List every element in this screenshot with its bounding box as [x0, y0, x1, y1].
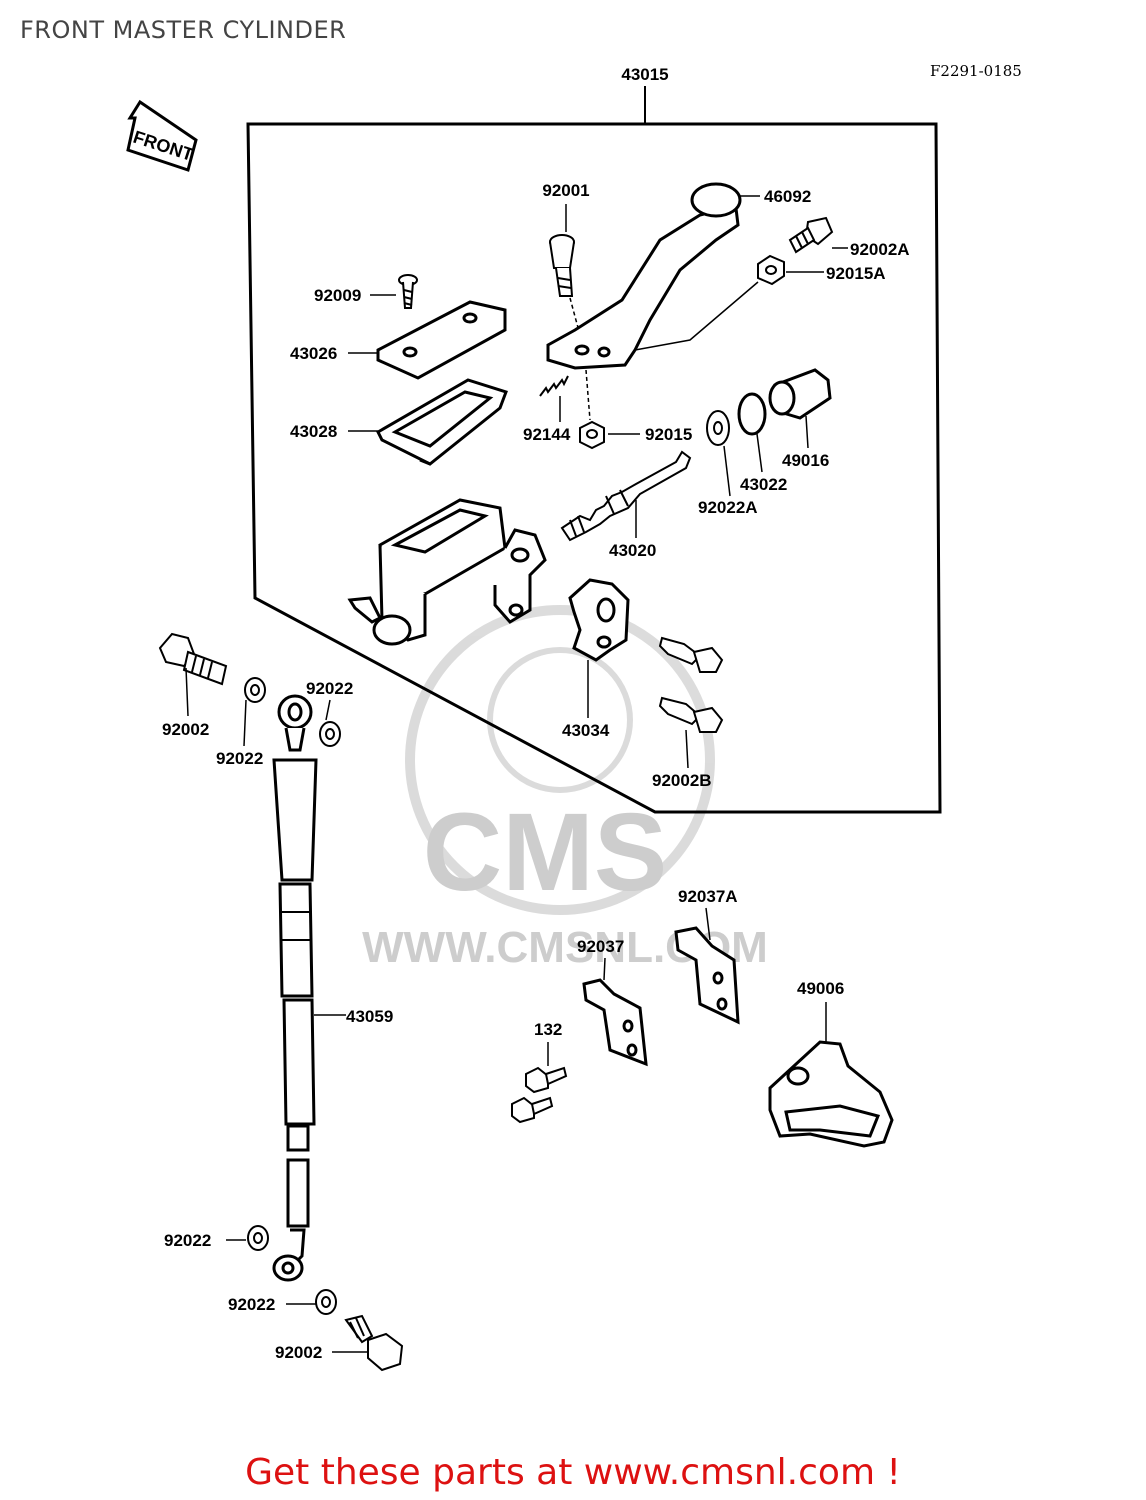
- label-43034: 43034: [562, 721, 610, 740]
- label-43020: 43020: [609, 541, 656, 560]
- bolt-92002B-upper: [658, 636, 724, 673]
- screw-92009: [398, 274, 418, 309]
- label-132: 132: [534, 1020, 562, 1039]
- washer-92022A: [706, 410, 730, 446]
- washer-92022-bottom-a: [247, 1225, 269, 1251]
- pivot-bolt-92001: [549, 204, 581, 336]
- label-92015: 92015: [645, 425, 692, 444]
- label-92002B: 92002B: [652, 771, 712, 790]
- label-92022-bottom-a: 92022: [164, 1231, 211, 1250]
- screw-132-upper: [525, 1066, 568, 1094]
- diaphragm-43028: [376, 378, 508, 466]
- bracket-92037: [582, 957, 648, 1067]
- circlip-43022: [737, 392, 767, 436]
- label-43022: 43022: [740, 475, 787, 494]
- boot-49016: [768, 368, 832, 420]
- label-46092: 46092: [764, 187, 811, 206]
- piston-43020: [560, 450, 692, 542]
- washer-92022-top-a: [244, 677, 266, 703]
- bracket-92037A: [674, 907, 740, 1025]
- label-92022A: 92022A: [698, 498, 758, 517]
- nut-92015A: [757, 254, 785, 286]
- diagram-code: F2291-0185: [930, 62, 1022, 80]
- part-labels: 43015 92001 46092 92002A 92015A 92009 43…: [162, 65, 910, 1362]
- nut-92015: [579, 369, 605, 450]
- cover-49006: [768, 1002, 894, 1148]
- label-92002-bottom: 92002: [275, 1343, 322, 1362]
- label-92022-bottom-b: 92022: [228, 1295, 275, 1314]
- label-92001: 92001: [542, 181, 589, 200]
- washer-92022-top-b: [319, 721, 341, 747]
- label-43059: 43059: [346, 1007, 393, 1026]
- label-49016: 49016: [782, 451, 829, 470]
- label-92002A: 92002A: [850, 240, 910, 259]
- bolt-92002B-lower: [658, 696, 724, 733]
- clamp-43034: [568, 578, 630, 662]
- front-arrow-tag: FRONT: [126, 99, 198, 172]
- label-92037: 92037: [577, 937, 624, 956]
- brake-hose-43059: [272, 694, 318, 1282]
- label-49006: 49006: [797, 979, 844, 998]
- master-cylinder-body: [347, 498, 547, 646]
- label-92015A: 92015A: [826, 264, 886, 283]
- banjo-bolt-92002-bottom: [344, 1314, 404, 1372]
- label-92037A: 92037A: [678, 887, 738, 906]
- bolt-92002A: [788, 216, 834, 254]
- brake-lever-46092: [546, 182, 759, 370]
- screw-132-lower: [511, 1096, 554, 1124]
- assembly-frame: [246, 86, 942, 814]
- washer-92022-bottom-b: [315, 1289, 337, 1315]
- label-92022-top-left: 92022: [216, 749, 263, 768]
- label-43026: 43026: [290, 344, 337, 363]
- label-92144: 92144: [523, 425, 571, 444]
- label-92009: 92009: [314, 286, 361, 305]
- banjo-bolt-92002-top: [158, 632, 228, 686]
- watermark-brand: CMS: [423, 791, 667, 914]
- label-43028: 43028: [290, 422, 337, 441]
- spring-92144: [539, 375, 569, 397]
- page-title: FRONT MASTER CYLINDER: [20, 16, 347, 44]
- footer-cta[interactable]: Get these parts at www.cmsnl.com !: [245, 1452, 901, 1493]
- label-43015: 43015: [621, 65, 668, 84]
- leader-lines: [185, 195, 848, 1353]
- cap-43026: [376, 300, 507, 380]
- label-92022-top-right: 92022: [306, 679, 353, 698]
- label-92002-top: 92002: [162, 720, 209, 739]
